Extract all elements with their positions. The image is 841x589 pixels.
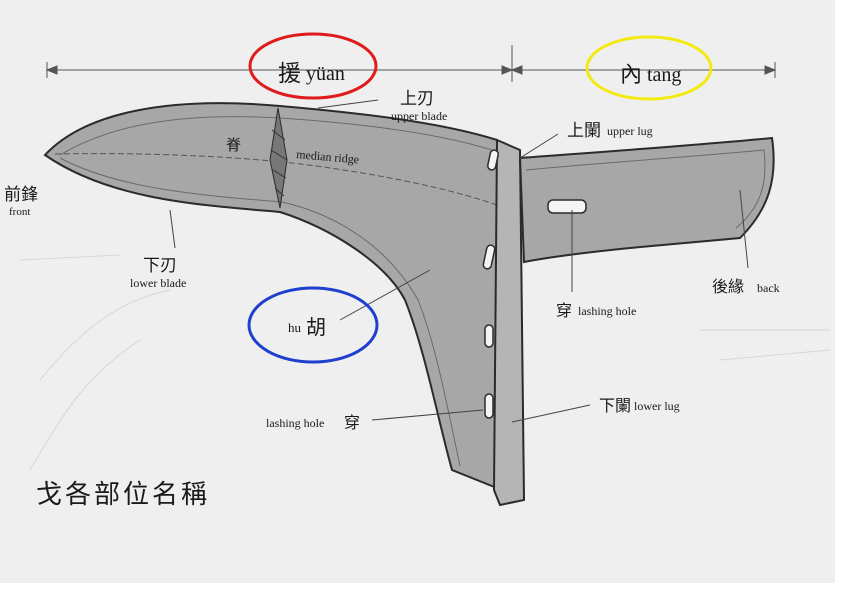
lower-blade-cjk: 下刃 — [143, 256, 177, 276]
diagram-title: 戈各部位名稱 — [36, 480, 210, 510]
lashing-hole-left-cjk: 穿 — [344, 413, 360, 432]
hu-cjk-label: 胡 — [306, 315, 326, 339]
ridge-cjk: 脊 — [226, 136, 241, 154]
tang-lashing-hole — [547, 199, 587, 214]
back-en: back — [757, 281, 780, 295]
lashing-hole-right-cjk: 穿 — [556, 301, 572, 320]
front-cjk: 前鋒 — [4, 185, 38, 205]
dagger-axe-blade — [43, 102, 775, 507]
tang-shape — [518, 136, 775, 264]
dimension-line — [45, 45, 777, 82]
median-ridge-line — [54, 153, 498, 206]
lan-flange — [492, 138, 526, 507]
ridge-cross-section — [269, 107, 288, 209]
back-cjk: 後緣 — [712, 277, 744, 296]
upper-lug-en: upper lug — [607, 124, 653, 138]
leader-lines — [169, 99, 749, 423]
yuan-circle — [248, 32, 378, 100]
yuan-cjk-label: 援 — [278, 61, 301, 87]
median-ridge-en: median ridge — [296, 147, 360, 166]
hu-circle — [247, 286, 379, 364]
tang-cjk-label: 內 — [620, 63, 642, 88]
lashing-hole-right-en: lashing hole — [578, 304, 636, 318]
upper-blade-cjk: 上刃 — [400, 89, 434, 109]
upper-blade-en: upper blade — [391, 109, 447, 123]
lower-lug-cjk: 下闌 — [599, 396, 631, 415]
background-sketch — [19, 254, 831, 471]
yuan-latin-label: yüan — [306, 63, 345, 85]
yuan-blade-shape — [43, 102, 511, 490]
lan-lashing-holes — [482, 149, 499, 419]
upper-lug-cjk: 上闌 — [567, 121, 601, 141]
front-en: front — [9, 206, 30, 218]
tang-latin-label: tang — [647, 64, 681, 86]
lower-lug-en: lower lug — [634, 399, 680, 413]
hu-latin-label: hu — [288, 320, 302, 335]
tang-circle — [585, 35, 713, 101]
lashing-hole-left-en: lashing hole — [266, 416, 324, 430]
lower-blade-en: lower blade — [130, 276, 186, 290]
